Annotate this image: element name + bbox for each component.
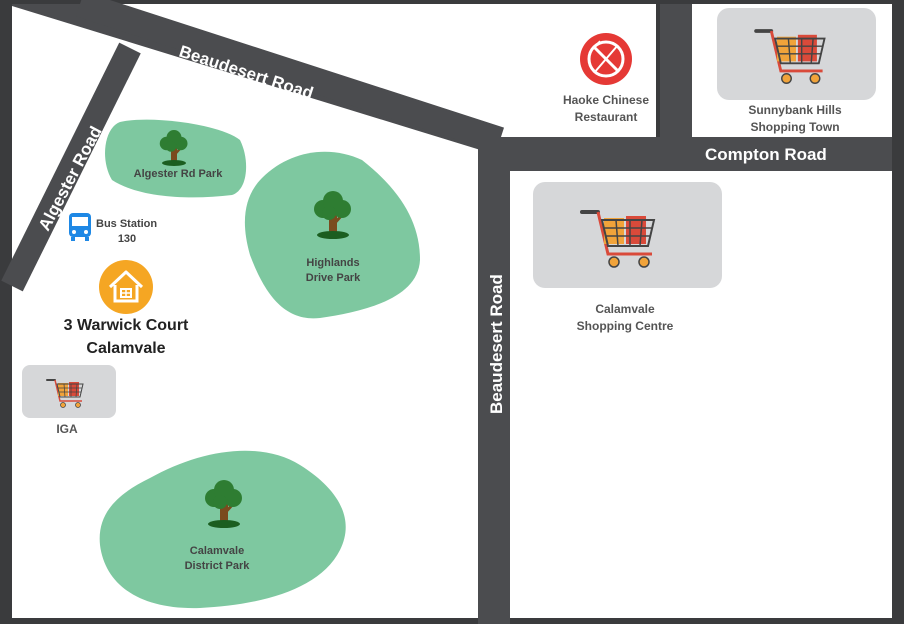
iga-store[interactable]: IGA <box>22 365 116 436</box>
bus-station-line1: Bus Station <box>96 218 157 230</box>
bus-station[interactable]: Bus Station 130 <box>69 213 157 245</box>
calamvale-shopping-line2: Shopping Centre <box>577 319 674 333</box>
calamvale-district-park[interactable]: Calamvale District Park <box>99 450 346 609</box>
no-dining-icon <box>580 33 632 85</box>
algester-rd-park[interactable]: Algester Rd Park <box>105 119 247 198</box>
home-location[interactable]: 3 Warwick Court Calamvale <box>64 260 189 357</box>
highlands-drive-park-line1: Highlands <box>306 257 359 269</box>
sunnybank-line1: Sunnybank Hills <box>748 103 842 117</box>
haoke-line1: Haoke Chinese <box>563 93 649 107</box>
algester-road <box>1 42 141 292</box>
compton-road-label: Compton Road <box>705 145 827 164</box>
beaudesert-road-top <box>12 4 500 156</box>
calamvale-shopping-centre[interactable]: Calamvale Shopping Centre <box>533 182 722 333</box>
calamvale-district-park-line1: Calamvale <box>190 545 244 557</box>
bus-station-line2: 130 <box>118 233 136 245</box>
home-address-line2: Calamvale <box>86 340 165 357</box>
house-icon <box>99 260 153 314</box>
highlands-drive-park[interactable]: Highlands Drive Park <box>244 151 420 319</box>
home-address-line1: 3 Warwick Court <box>64 317 189 334</box>
algester-rd-park-label: Algester Rd Park <box>134 168 224 180</box>
sunnybank-line2: Shopping Town <box>750 120 839 134</box>
calamvale-district-park-line2: District Park <box>185 560 251 572</box>
highlands-drive-park-line2: Drive Park <box>306 272 361 284</box>
haoke-line2: Restaurant <box>575 110 638 124</box>
sunnybank-hills-shopping-town[interactable]: Sunnybank Hills Shopping Town <box>717 8 876 134</box>
beaudesert-road-diagonal <box>75 0 505 153</box>
haoke-chinese-restaurant[interactable]: Haoke Chinese Restaurant <box>563 33 649 124</box>
calamvale-shopping-line1: Calamvale <box>595 302 655 316</box>
beaudesert-road-vertical-label: Beaudesert Road <box>487 274 506 414</box>
iga-label: IGA <box>56 422 78 436</box>
beaudesert-road-vertical <box>478 137 510 624</box>
side-road <box>660 4 692 154</box>
bus-icon <box>69 213 91 241</box>
